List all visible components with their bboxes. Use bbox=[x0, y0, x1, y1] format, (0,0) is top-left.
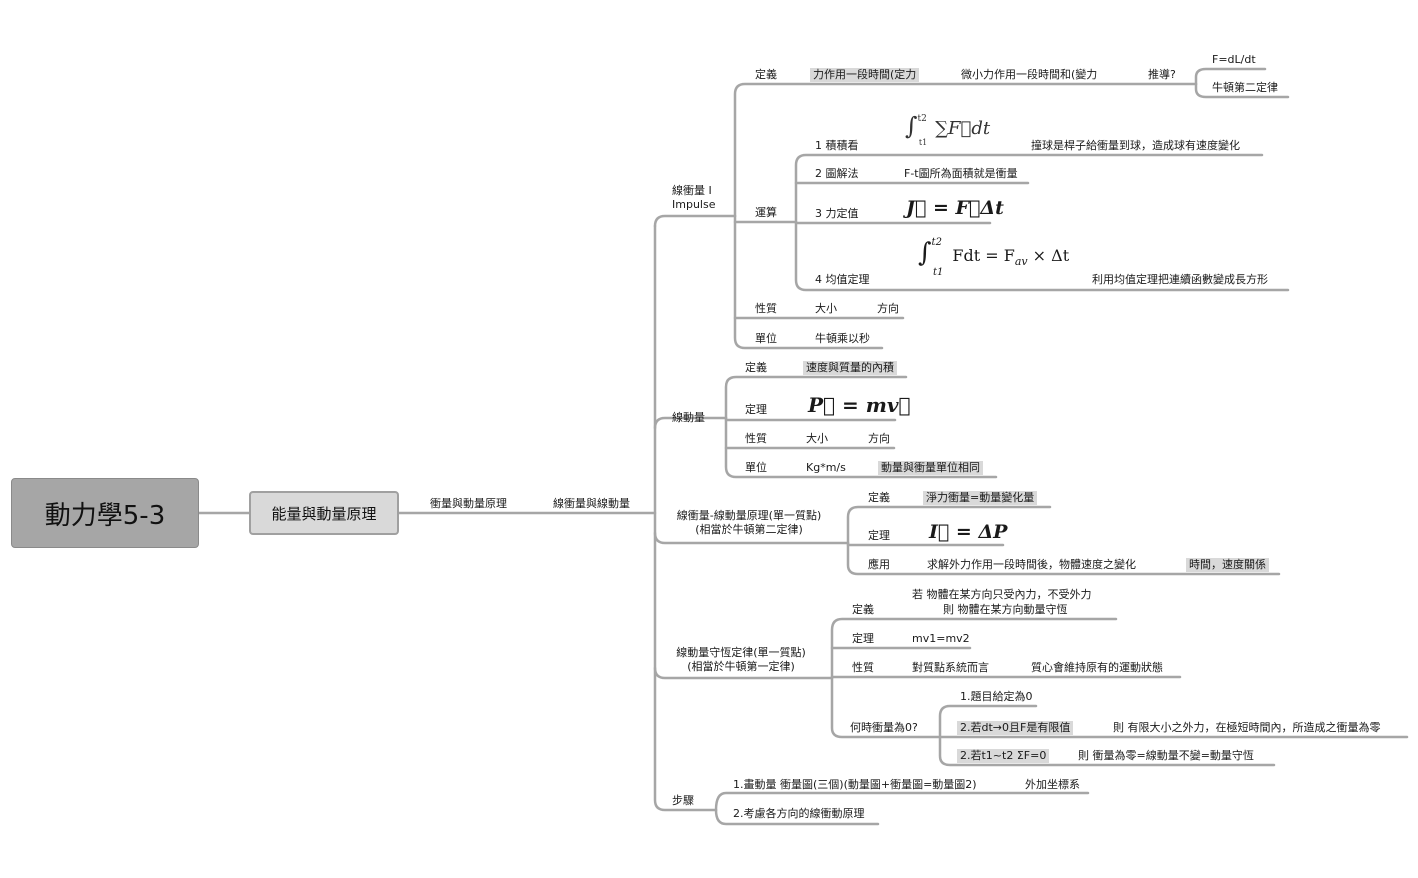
impulse-nature-direction[interactable]: 方向 bbox=[877, 302, 899, 315]
calc-item-integrate[interactable]: 1 積積看 bbox=[815, 139, 859, 152]
conservation-nature-center-of-mass[interactable]: 質心會維持原有的運動狀態 bbox=[1031, 661, 1163, 674]
main-topic-node[interactable]: 能量與動量原理 bbox=[249, 491, 399, 535]
node-linear-momentum[interactable]: 線動量 bbox=[672, 411, 705, 424]
impulse-nature-magnitude[interactable]: 大小 bbox=[815, 302, 837, 315]
when-zero-case-short-time-note[interactable]: 則 有限大小之外力，在極短時間內，所造成之衝量為零 bbox=[1113, 721, 1381, 734]
principle-application-note[interactable]: 時間，速度關係 bbox=[1186, 558, 1269, 572]
principle-definition-key[interactable]: 定義 bbox=[868, 491, 890, 504]
principle-label-line2: (相當於牛頓第二定律) bbox=[695, 523, 803, 536]
node-steps[interactable]: 步驟 bbox=[672, 794, 694, 807]
node-linear-impulse-and-momentum[interactable]: 線衝量與線動量 bbox=[553, 497, 630, 510]
impulse-nature-key[interactable]: 性質 bbox=[755, 302, 777, 315]
conservation-nature-system[interactable]: 對質點系統而言 bbox=[912, 661, 989, 674]
steps-item-1[interactable]: 1.畫動量 衝量圖(三個)(動量圖+衝量圖=動量圖2) bbox=[733, 778, 977, 791]
calc-item-mean-value-note[interactable]: 利用均值定理把連續函數變成長方形 bbox=[1092, 273, 1268, 286]
conservation-law-value[interactable]: mv1=mv2 bbox=[912, 632, 970, 645]
steps-item-1-note[interactable]: 外加坐標系 bbox=[1025, 778, 1080, 791]
calc-item-graphical[interactable]: 2 圖解法 bbox=[815, 167, 859, 180]
conservation-definition-key[interactable]: 定義 bbox=[852, 603, 874, 616]
formula-mean-value-impulse: ∫t2t1Fdt = Fav × Δt bbox=[918, 236, 1070, 279]
impulse-definition-key[interactable]: 定義 bbox=[755, 68, 777, 81]
conservation-nature-key[interactable]: 性質 bbox=[852, 661, 874, 674]
momentum-law-key[interactable]: 定理 bbox=[745, 403, 767, 416]
calc-item-graphical-note[interactable]: F-t圖所為面積就是衝量 bbox=[904, 167, 1018, 180]
impulse-derivation-formula[interactable]: F=dL/dt bbox=[1212, 53, 1256, 66]
formula-impulse-integral: ∫t2t1∑F⃗dt bbox=[905, 112, 991, 147]
conservation-definition-if[interactable]: 若 物體在某方向只受內力，不受外力 bbox=[912, 588, 1092, 601]
momentum-nature-key[interactable]: 性質 bbox=[745, 432, 767, 445]
momentum-definition-key[interactable]: 定義 bbox=[745, 361, 767, 374]
momentum-unit-note[interactable]: 動量與衝量單位相同 bbox=[878, 461, 983, 475]
calc-item-constant-force[interactable]: 3 力定值 bbox=[815, 207, 859, 220]
impulse-unit-value[interactable]: 牛頓乘以秒 bbox=[815, 332, 870, 345]
formula-momentum: P⃗ = mv⃗ bbox=[808, 393, 911, 417]
impulse-definition-const-force[interactable]: 力作用一段時間(定力 bbox=[810, 68, 920, 82]
principle-definition-value[interactable]: 淨力衝量=動量變化量 bbox=[923, 491, 1038, 505]
when-zero-case-given[interactable]: 1.題目給定為0 bbox=[960, 690, 1033, 703]
impulse-derivation-question[interactable]: 推導? bbox=[1148, 68, 1176, 81]
impulse-calc-key[interactable]: 運算 bbox=[755, 206, 777, 219]
momentum-nature-magnitude[interactable]: 大小 bbox=[806, 432, 828, 445]
conservation-definition-then[interactable]: 則 物體在某方向動量守恆 bbox=[943, 603, 1068, 616]
principle-application-key[interactable]: 應用 bbox=[868, 558, 890, 571]
node-impulse-momentum-principle[interactable]: 衝量與動量原理 bbox=[430, 497, 507, 510]
steps-item-2[interactable]: 2.考慮各方向的線衝動原理 bbox=[733, 807, 865, 820]
conservation-label-line1: 線動量守恆定律(單一質點) bbox=[676, 646, 806, 659]
conservation-label-line2: (相當於牛頓第一定律) bbox=[687, 660, 795, 673]
calc-item-mean-value[interactable]: 4 均值定理 bbox=[815, 273, 870, 286]
impulse-label-line2: Impulse bbox=[672, 198, 716, 211]
principle-label-line1: 線衝量-線動量原理(單一質點) bbox=[676, 509, 822, 522]
node-momentum-conservation[interactable]: 線動量守恆定律(單一質點)(相當於牛頓第一定律) bbox=[668, 646, 814, 674]
principle-law-key[interactable]: 定理 bbox=[868, 529, 890, 542]
momentum-unit-value[interactable]: Kg*m/s bbox=[806, 461, 846, 474]
formula-constant-force-impulse: J⃗ = F⃗Δt bbox=[906, 197, 1004, 219]
momentum-unit-key[interactable]: 單位 bbox=[745, 461, 767, 474]
when-zero-case-zero-net-force-note[interactable]: 則 衝量為零=線動量不變=動量守恆 bbox=[1078, 749, 1254, 762]
impulse-derivation-newton2[interactable]: 牛頓第二定律 bbox=[1212, 81, 1278, 94]
node-impulse-momentum-principle-single-particle[interactable]: 線衝量-線動量原理(單一質點)(相當於牛頓第二定律) bbox=[668, 509, 830, 537]
conservation-when-zero-key[interactable]: 何時衝量為0? bbox=[850, 721, 918, 734]
impulse-unit-key[interactable]: 單位 bbox=[755, 332, 777, 345]
momentum-nature-direction[interactable]: 方向 bbox=[868, 432, 890, 445]
impulse-definition-variable-force[interactable]: 微小力作用一段時間和(變力 bbox=[961, 68, 1098, 81]
momentum-definition-value[interactable]: 速度與質量的內積 bbox=[803, 361, 897, 375]
calc-item-integrate-note[interactable]: 撞球是桿子給衝量到球，造成球有速度變化 bbox=[1031, 139, 1240, 152]
impulse-label-line1: 線衝量 I bbox=[672, 184, 712, 197]
when-zero-case-short-time[interactable]: 2.若dt→0且F是有限值 bbox=[957, 721, 1074, 735]
root-node[interactable]: 動力學5-3 bbox=[11, 478, 199, 548]
conservation-law-key[interactable]: 定理 bbox=[852, 632, 874, 645]
formula-impulse-momentum: I⃗ = ΔP bbox=[929, 521, 1008, 543]
when-zero-case-zero-net-force[interactable]: 2.若t1~t2 ΣF=0 bbox=[957, 749, 1050, 763]
principle-application-value[interactable]: 求解外力作用一段時間後，物體速度之變化 bbox=[927, 558, 1136, 571]
